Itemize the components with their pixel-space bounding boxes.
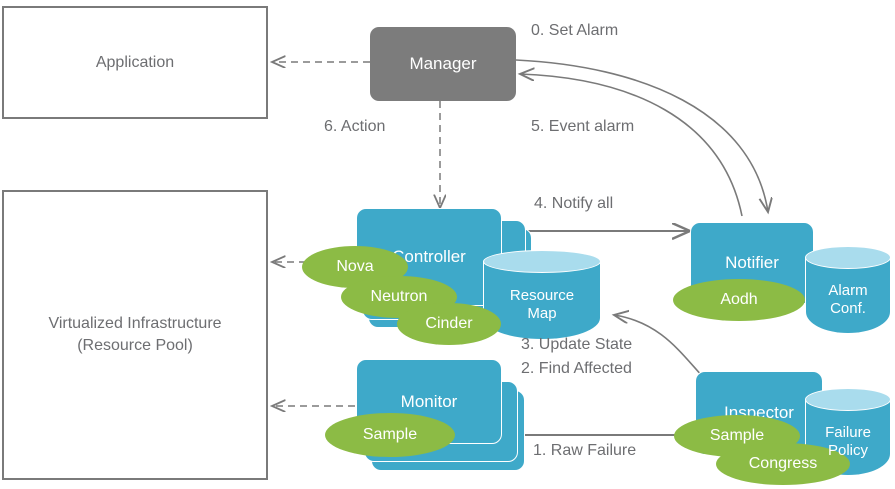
tag-aodh[interactable]: Aodh xyxy=(673,279,805,321)
cylinder-body xyxy=(483,261,601,340)
failure-policy-datastore[interactable]: Failure Policy xyxy=(805,388,891,476)
resource-map-datastore[interactable]: Resource Map xyxy=(483,250,601,340)
tag-congress[interactable]: Congress xyxy=(716,443,850,485)
connector-notifier-to-manager-event-alarm xyxy=(520,74,743,217)
tag-sample-monitor[interactable]: Sample xyxy=(325,413,455,457)
application-box: Application xyxy=(2,6,268,119)
manager-box[interactable]: Manager xyxy=(370,27,516,101)
flow-label-action: 6. Action xyxy=(324,118,386,135)
flow-label-raw-failure: 1. Raw Failure xyxy=(533,442,637,459)
tag-cinder[interactable]: Cinder xyxy=(397,303,501,345)
virtualized-infrastructure-box: Virtualized Infrastructure (Resource Poo… xyxy=(2,190,268,480)
cylinder-top xyxy=(805,246,891,269)
tag-neutron[interactable]: Neutron xyxy=(341,276,457,318)
flow-label-event-alarm: 5. Event alarm xyxy=(531,118,635,135)
connector-inspector-to-resource-map xyxy=(614,315,705,379)
alarm-conf-datastore[interactable]: Alarm Conf. xyxy=(805,246,891,334)
cylinder-top xyxy=(805,388,891,411)
cylinder-body xyxy=(805,257,891,334)
connector-manager-to-notifier-set-alarm xyxy=(515,59,768,212)
flow-label-set-alarm: 0. Set Alarm xyxy=(531,22,619,39)
cylinder-top xyxy=(483,250,601,273)
alarm-conf-label: Alarm Conf. xyxy=(828,282,868,317)
flow-label-notify-all: 4. Notify all xyxy=(534,195,614,212)
failure-policy-label: Failure Policy xyxy=(825,424,871,459)
flow-label-update-state: 3. Update State xyxy=(521,336,633,353)
resource-map-label: Resource Map xyxy=(509,287,575,322)
flow-label-find-affected: 2. Find Affected xyxy=(521,360,632,377)
